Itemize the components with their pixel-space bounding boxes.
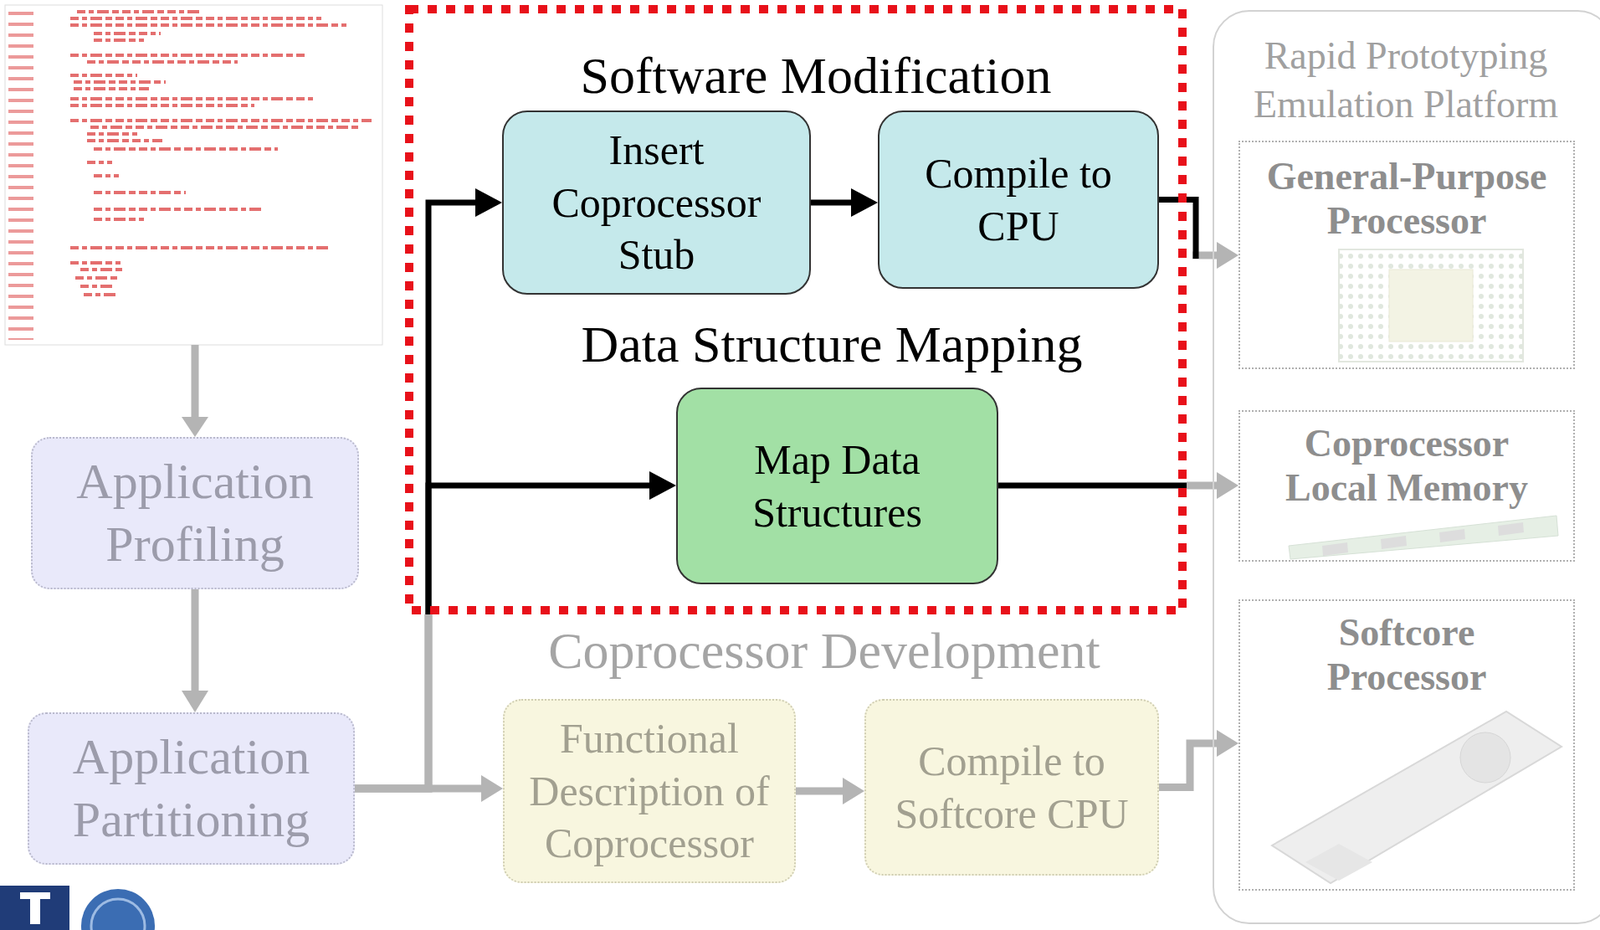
arrowhead bbox=[649, 471, 677, 500]
node-label: Softcore Processor bbox=[1268, 610, 1545, 700]
node-label: Compile to Softcore CPU bbox=[873, 734, 1150, 840]
society-logo bbox=[81, 888, 155, 930]
process-box: Compile to Softcore CPU bbox=[864, 698, 1159, 876]
hardware-box: General-Purpose Processor bbox=[1238, 140, 1575, 370]
arrowhead bbox=[1216, 729, 1239, 757]
process-box: Compile to CPU bbox=[877, 110, 1159, 289]
node-label: Application Partitioning bbox=[41, 725, 343, 852]
accelerator-card bbox=[1271, 711, 1562, 883]
connector bbox=[181, 589, 209, 713]
connector-line bbox=[795, 787, 845, 795]
connector-line bbox=[191, 589, 200, 693]
connector-line bbox=[354, 614, 429, 789]
dashed-outline bbox=[409, 9, 1183, 611]
hardware-box: Coprocessor Local Memory bbox=[1238, 410, 1575, 562]
arrowhead bbox=[851, 188, 878, 217]
arrowhead bbox=[481, 774, 503, 802]
node-label: Insert Coprocessor Stub bbox=[523, 123, 791, 282]
process-box: Insert Coprocessor Stub bbox=[502, 110, 811, 295]
arrowhead bbox=[1216, 471, 1239, 499]
hardware-box: Softcore Processor bbox=[1238, 599, 1575, 891]
code-arrow bbox=[181, 344, 209, 437]
cpu-chip bbox=[1338, 249, 1524, 362]
node-label: Functional Description of Coprocessor bbox=[511, 712, 788, 870]
connector-line bbox=[428, 202, 477, 618]
node-label: Map Data Structures bbox=[712, 433, 964, 539]
process-box: Functional Description of Coprocessor bbox=[502, 698, 796, 883]
memory-module bbox=[1288, 515, 1559, 559]
connector bbox=[1158, 729, 1239, 788]
connector-line bbox=[428, 485, 652, 618]
region-title: Software Modification bbox=[523, 43, 1109, 109]
arrowhead bbox=[1216, 241, 1239, 269]
university-logo bbox=[0, 885, 70, 930]
platform-panel: Rapid Prototyping Emulation PlatformGene… bbox=[1212, 10, 1600, 924]
node-label: Application Profiling bbox=[44, 450, 346, 576]
process-box: Map Data Structures bbox=[676, 387, 999, 585]
connector bbox=[1158, 200, 1239, 270]
arrowhead bbox=[842, 777, 865, 805]
connector bbox=[354, 774, 503, 802]
arrowhead bbox=[475, 188, 503, 217]
connector bbox=[998, 471, 1239, 499]
connector bbox=[810, 188, 878, 217]
panel-title: Rapid Prototyping Emulation Platform bbox=[1238, 31, 1574, 129]
node-label: Compile to CPU bbox=[892, 147, 1144, 252]
connector-line bbox=[354, 614, 429, 789]
code-listing bbox=[5, 5, 383, 345]
connector-line bbox=[810, 200, 853, 206]
arrowhead bbox=[181, 690, 209, 713]
process-box: Application Partitioning bbox=[27, 712, 355, 865]
connector-line bbox=[1158, 743, 1219, 788]
highlight-region: Software ModificationData Structure Mapp… bbox=[405, 5, 1187, 615]
node-label: General-Purpose Processor bbox=[1247, 154, 1566, 244]
connector-line bbox=[998, 482, 1187, 489]
connector-line bbox=[354, 784, 483, 793]
connector bbox=[795, 777, 865, 805]
process-box: Application Profiling bbox=[30, 436, 359, 590]
node-label: Coprocessor Local Memory bbox=[1268, 421, 1545, 511]
region-title: Data Structure Mapping bbox=[538, 312, 1125, 378]
connector-line bbox=[1158, 200, 1196, 260]
section-label: Coprocessor Development bbox=[489, 618, 1159, 684]
